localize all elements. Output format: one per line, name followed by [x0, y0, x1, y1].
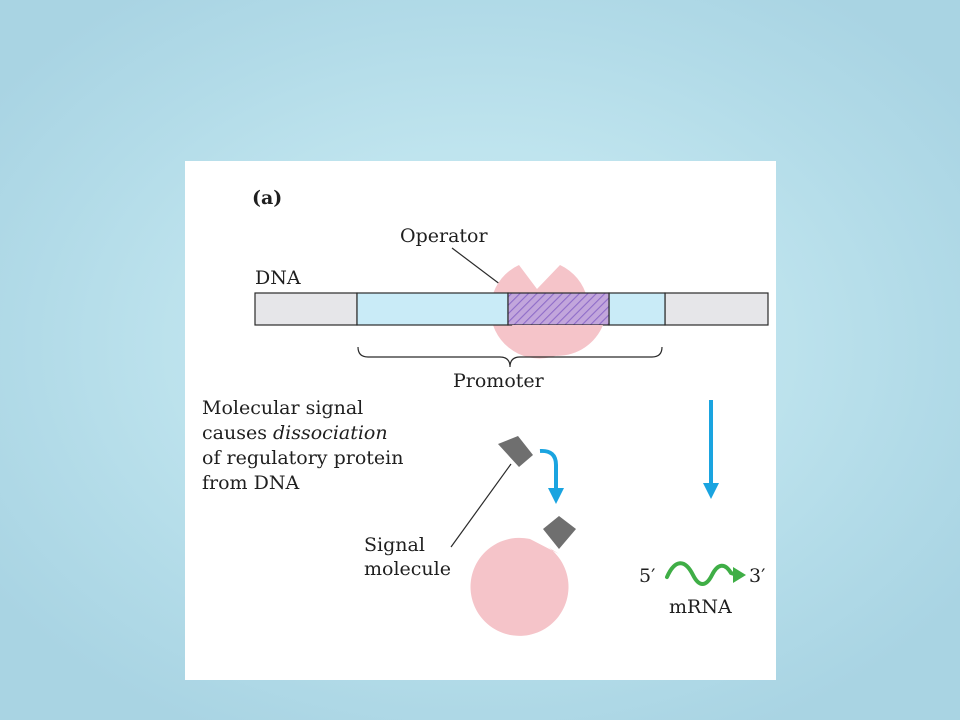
mrna-label: mRNA: [669, 596, 732, 618]
five-prime-label: 5′: [639, 565, 655, 587]
dna-left-segment: [254, 292, 358, 326]
promoter-segment-right: [608, 292, 666, 326]
mrna-strand: [665, 561, 739, 586]
caption-line-2-italic: dissociation: [273, 422, 388, 444]
bound-protein-lower: [512, 325, 603, 356]
caption-line-1: Molecular signal: [202, 397, 363, 419]
caption-line-3: of regulatory protein: [202, 447, 403, 469]
three-prime-label: 3′: [749, 565, 765, 587]
free-signal-molecule: [498, 436, 533, 467]
dna-label: DNA: [255, 267, 301, 289]
promoter-segment-left: [356, 292, 509, 326]
operator-region: [507, 292, 610, 326]
figure-panel: (a) Operator DNA Promoter Molecula: [185, 161, 776, 680]
panel-label: (a): [252, 187, 282, 209]
bound-signal-molecule: [543, 516, 576, 549]
caption-line-2: causes dissociation: [202, 422, 388, 444]
gene-regulation-diagram: (a) Operator DNA Promoter Molecula: [202, 187, 769, 636]
mrna-arrowhead: [733, 567, 746, 583]
dissociated-regulatory-protein: [470, 537, 569, 636]
signal-leader-line: [450, 463, 512, 548]
signal-label-line-2: molecule: [364, 558, 451, 580]
promoter-label: Promoter: [453, 370, 545, 392]
caption-line-4: from DNA: [202, 472, 299, 494]
operator-label: Operator: [400, 225, 488, 247]
dissociation-arrow: [539, 448, 564, 504]
dna-right-segment: [664, 292, 769, 326]
signal-label-line-1: Signal: [364, 534, 425, 556]
caption-line-2-prefix: causes: [202, 422, 273, 444]
promoter-brace: [357, 346, 663, 368]
